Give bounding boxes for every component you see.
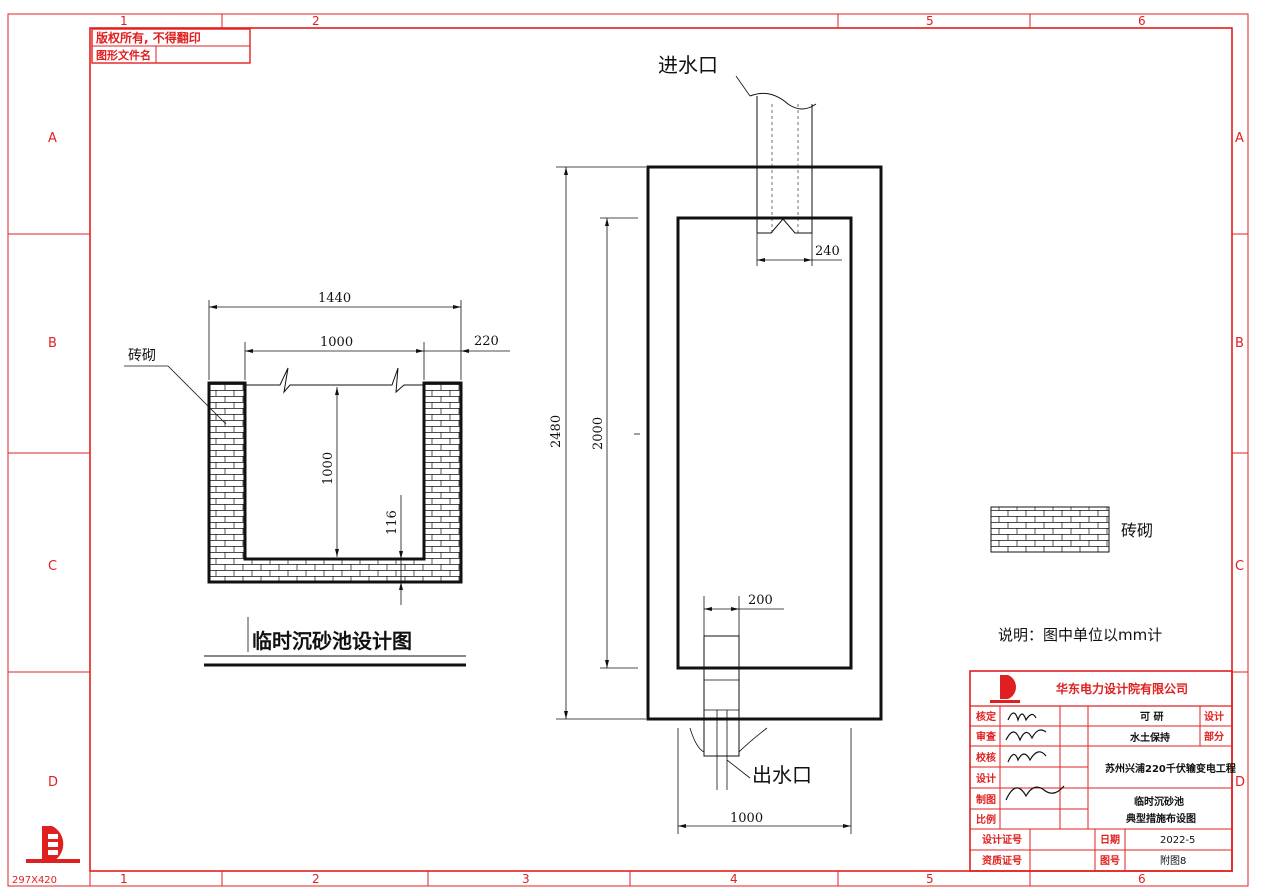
col-bot-4: 4 bbox=[730, 872, 738, 886]
col-bot-5: 5 bbox=[926, 872, 934, 886]
role-approve: 核定 bbox=[976, 710, 996, 723]
signatures bbox=[1005, 712, 1065, 801]
col-top-6: 6 bbox=[1138, 14, 1146, 28]
dim-outlet-width: 200 bbox=[748, 593, 773, 608]
row-right-a: A bbox=[1235, 131, 1244, 146]
role-review: 审查 bbox=[976, 730, 997, 743]
label-brick: 砖砌 bbox=[128, 348, 156, 364]
legend: 砖砌 说明：图中单位以mm计 bbox=[990, 506, 1162, 644]
dim-inlet-width: 240 bbox=[815, 244, 840, 259]
drawing-name-1: 临时沉砂池 bbox=[1134, 795, 1184, 808]
inlet-pipe: 进水口 bbox=[658, 53, 817, 234]
dim-outer-width: 1440 bbox=[318, 291, 351, 306]
col-bot-1: 1 bbox=[120, 872, 128, 886]
dim-bottom: 116 bbox=[385, 510, 400, 535]
col-top-5: 5 bbox=[926, 14, 934, 28]
col-bot-3: 3 bbox=[522, 872, 530, 886]
qual-label: 资质证号 bbox=[982, 854, 1022, 867]
role-check: 校核 bbox=[976, 751, 996, 764]
company-logo bbox=[26, 826, 80, 863]
section-view: 1440 1000 220 1000 116 砖砌 临时沉砂池设计图 bbox=[124, 291, 510, 667]
copyright-stamp: 版权所有, 不得翻印 图形文件名 bbox=[91, 28, 251, 64]
row-right-c: C bbox=[1235, 559, 1244, 574]
row-left-c: C bbox=[48, 559, 57, 574]
drawing-no-value: 附图8 bbox=[1160, 854, 1186, 867]
dim-wall: 220 bbox=[474, 334, 499, 349]
drawing-no-label: 图号 bbox=[1100, 855, 1120, 867]
discipline-tag: 部分 bbox=[1204, 730, 1224, 743]
brick-swatch bbox=[990, 506, 1110, 553]
plan-view: 进水口 240 出水口 200 2480 bbox=[549, 53, 883, 834]
section-title: 临时沉砂池设计图 bbox=[252, 629, 412, 653]
inner-pit bbox=[676, 216, 853, 670]
discipline: 水土保持 bbox=[1129, 731, 1170, 744]
role-draft: 制图 bbox=[976, 793, 996, 806]
role-design: 设计 bbox=[976, 772, 996, 785]
stage: 可 研 bbox=[1140, 711, 1163, 723]
row-markers: A B C D A B C D bbox=[48, 131, 1245, 790]
col-top-1: 1 bbox=[120, 14, 128, 28]
sheet-frame bbox=[7, 13, 1249, 887]
dim-plan-width: 1000 bbox=[730, 811, 763, 826]
col-top-2: 2 bbox=[312, 14, 320, 28]
brick-wall bbox=[207, 381, 463, 584]
inlet-label: 进水口 bbox=[658, 53, 718, 77]
units-note: 说明：图中单位以mm计 bbox=[998, 626, 1162, 644]
column-markers: 1 2 5 6 1 2 3 4 5 6 297X420 bbox=[12, 14, 1146, 886]
dim-outer-height: 2480 bbox=[549, 415, 564, 448]
date-value: 2022-5 bbox=[1160, 835, 1195, 846]
outlet-pipe: 出水口 bbox=[689, 635, 812, 790]
cert-label: 设计证号 bbox=[982, 833, 1022, 846]
outlet-label: 出水口 bbox=[752, 763, 812, 787]
col-bot-6: 6 bbox=[1138, 872, 1146, 886]
drawing-name-2: 典型措施布设图 bbox=[1126, 812, 1196, 825]
dim-inner-height: 2000 bbox=[591, 417, 606, 450]
company-name: 华东电力设计院有限公司 bbox=[1056, 681, 1188, 696]
row-left-a: A bbox=[48, 131, 57, 146]
row-right-d: D bbox=[1235, 775, 1245, 790]
row-left-b: B bbox=[48, 336, 57, 351]
project-name: 苏州兴浦220千伏输变电工程 bbox=[1105, 762, 1236, 775]
date-label: 日期 bbox=[1100, 833, 1120, 846]
dim-depth: 1000 bbox=[321, 452, 336, 485]
row-right-b: B bbox=[1235, 336, 1244, 351]
dim-inner-width: 1000 bbox=[320, 335, 353, 350]
legend-brick-label: 砖砌 bbox=[1121, 521, 1153, 540]
stage-tag: 设计 bbox=[1204, 710, 1224, 723]
copyright-text: 版权所有, 不得翻印 bbox=[96, 30, 201, 45]
role-scale: 比例 bbox=[976, 813, 996, 826]
title-block: 华东电力设计院有限公司 核定 审查 校核 设计 制图 比例 可 研 设计 水土保… bbox=[969, 670, 1236, 872]
outer-pit bbox=[646, 165, 883, 721]
file-name-label: 图形文件名 bbox=[96, 48, 151, 62]
row-left-d: D bbox=[48, 775, 58, 790]
paper-size: 297X420 bbox=[12, 875, 57, 886]
col-bot-2: 2 bbox=[312, 872, 320, 886]
